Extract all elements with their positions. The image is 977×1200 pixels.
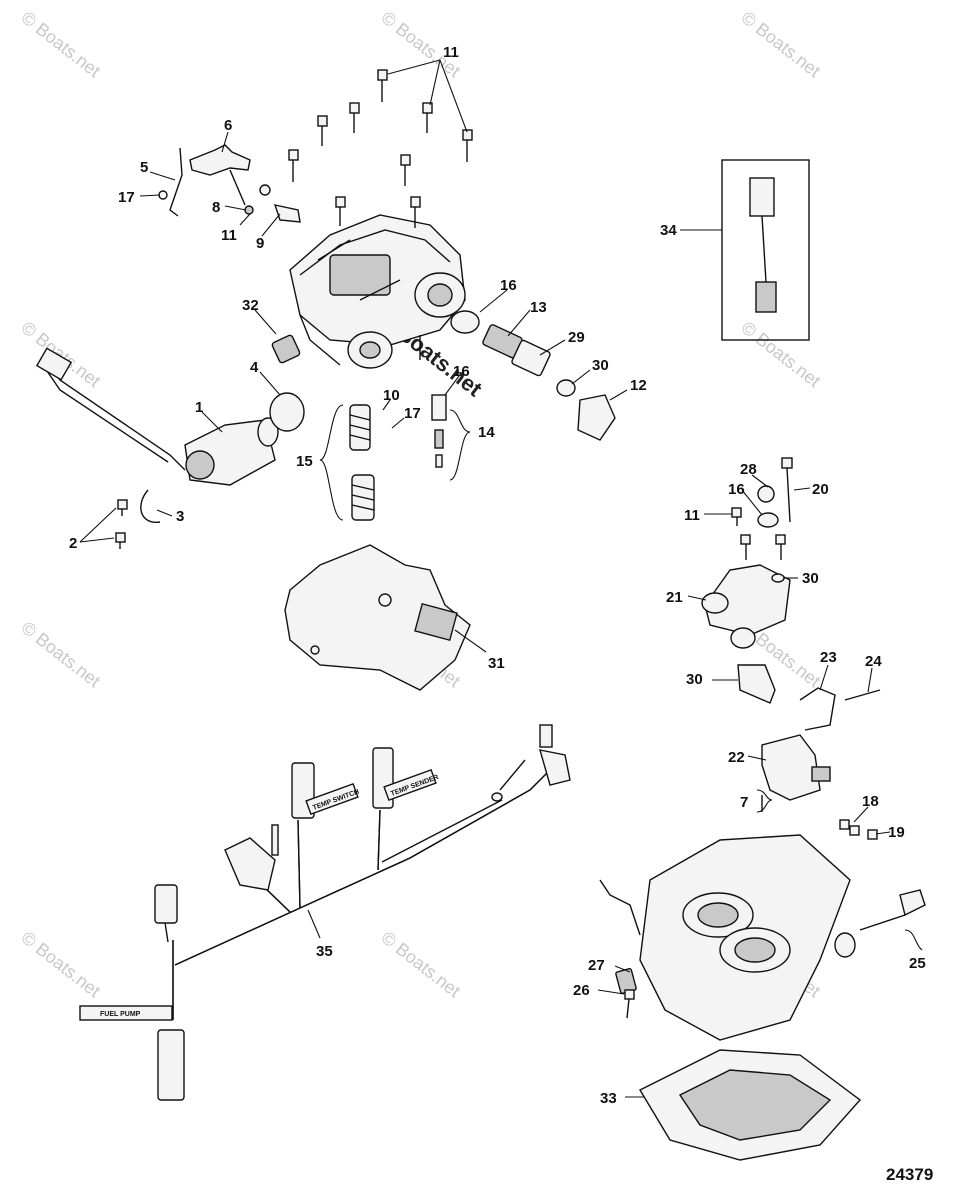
- screws-top: [288, 69, 473, 228]
- callout-24: 24: [865, 653, 882, 670]
- callout-10: 10: [383, 387, 400, 404]
- sensor-box-34: [721, 159, 810, 341]
- tag-fuel-pump: FUEL PUMP: [79, 1005, 173, 1021]
- callout-30: 30: [592, 357, 609, 374]
- callout-16: 16: [728, 481, 745, 498]
- callout-21: 21: [666, 589, 683, 606]
- screw-icon: [422, 102, 433, 133]
- callout-17: 17: [118, 189, 135, 206]
- svg-text:FUEL PUMP: FUEL PUMP: [100, 1011, 141, 1018]
- wiring-harness-35: FUEL PUMP TEMP SWITCH TEMP SENDER: [79, 724, 571, 1101]
- callout-27: 27: [588, 957, 605, 974]
- gasket-31: [284, 544, 471, 691]
- screw-icon: [288, 149, 299, 182]
- part-22-and-7: [761, 734, 831, 812]
- callout-8: 8: [212, 199, 220, 216]
- callout-5: 5: [140, 159, 148, 176]
- watermark: © Boats.net: [18, 7, 105, 81]
- o-ring-4: [269, 392, 305, 432]
- gasket-33: [639, 1049, 862, 1161]
- watermark: © Boats.net: [18, 617, 105, 691]
- screw-icon: [377, 69, 388, 102]
- screw-icon: [775, 534, 786, 560]
- callout-34: 34: [660, 222, 677, 239]
- callout-16: 16: [453, 363, 470, 380]
- right-fittings: [450, 310, 616, 441]
- screw-icon: [115, 532, 126, 549]
- clip-3-and-screws-2: [115, 489, 161, 549]
- callout-17: 17: [404, 405, 421, 422]
- callout-29: 29: [568, 329, 585, 346]
- callout-30: 30: [802, 570, 819, 587]
- watermark: © Boats.net: [738, 317, 825, 391]
- watermark: © Boats.net: [18, 927, 105, 1001]
- callout-28: 28: [740, 461, 757, 478]
- sensor-assembly: [35, 347, 279, 486]
- figure-number: 24379: [886, 1165, 933, 1184]
- callout-14: 14: [478, 424, 495, 441]
- callouts: 11 6 5 17 8 11 9 34 16 32 13 29 4 16 30 …: [69, 44, 933, 1184]
- callout-7: 7: [740, 794, 748, 811]
- callout-19: 19: [888, 824, 905, 841]
- tag-temp-sender: TEMP SENDER: [383, 768, 440, 802]
- callout-3: 3: [176, 508, 184, 525]
- linkage-parts: [158, 144, 301, 223]
- spring-assembly-15: [349, 404, 375, 521]
- callout-11: 11: [684, 507, 700, 524]
- leader-lines: [79, 59, 923, 1098]
- callout-35: 35: [316, 943, 333, 960]
- screw-icon: [335, 196, 346, 226]
- watermark: © Boats.net: [378, 927, 465, 1001]
- callout-26: 26: [573, 982, 590, 999]
- part-32: [271, 334, 301, 364]
- screw-icon: [740, 534, 751, 560]
- screws-18-19: [839, 819, 878, 840]
- callout-1: 1: [195, 399, 203, 416]
- callout-23: 23: [820, 649, 837, 666]
- screw-icon: [117, 499, 128, 516]
- callout-25: 25: [909, 955, 926, 972]
- callout-9: 9: [256, 235, 264, 252]
- callout-4: 4: [250, 359, 259, 376]
- callout-15: 15: [296, 453, 313, 470]
- screw-icon: [317, 115, 328, 146]
- screw-icon: [781, 457, 793, 523]
- screw-icon: [624, 989, 635, 1019]
- screw-icon: [462, 129, 473, 162]
- callout-11: 11: [221, 227, 237, 244]
- callout-6: 6: [224, 117, 232, 134]
- throttle-body-assembly: [599, 834, 926, 1041]
- callout-2: 2: [69, 535, 77, 552]
- callout-30: 30: [686, 671, 703, 688]
- callout-22: 22: [728, 749, 745, 766]
- callout-31: 31: [488, 655, 505, 672]
- screw-icon: [731, 507, 742, 526]
- callout-20: 20: [812, 481, 829, 498]
- watermark: © Boats.net: [738, 7, 825, 81]
- callout-13: 13: [530, 299, 547, 316]
- callout-33: 33: [600, 1090, 617, 1107]
- callout-16: 16: [500, 277, 517, 294]
- part-14: [431, 394, 447, 468]
- callout-12: 12: [630, 377, 647, 394]
- screw-icon: [349, 102, 360, 133]
- screw-icon: [400, 154, 411, 186]
- callout-11: 11: [443, 44, 459, 61]
- right-middle-parts: [701, 457, 881, 731]
- callout-18: 18: [862, 793, 879, 810]
- carburetor-top-assembly: [289, 214, 466, 369]
- callout-32: 32: [242, 297, 259, 314]
- screw-icon: [410, 196, 421, 228]
